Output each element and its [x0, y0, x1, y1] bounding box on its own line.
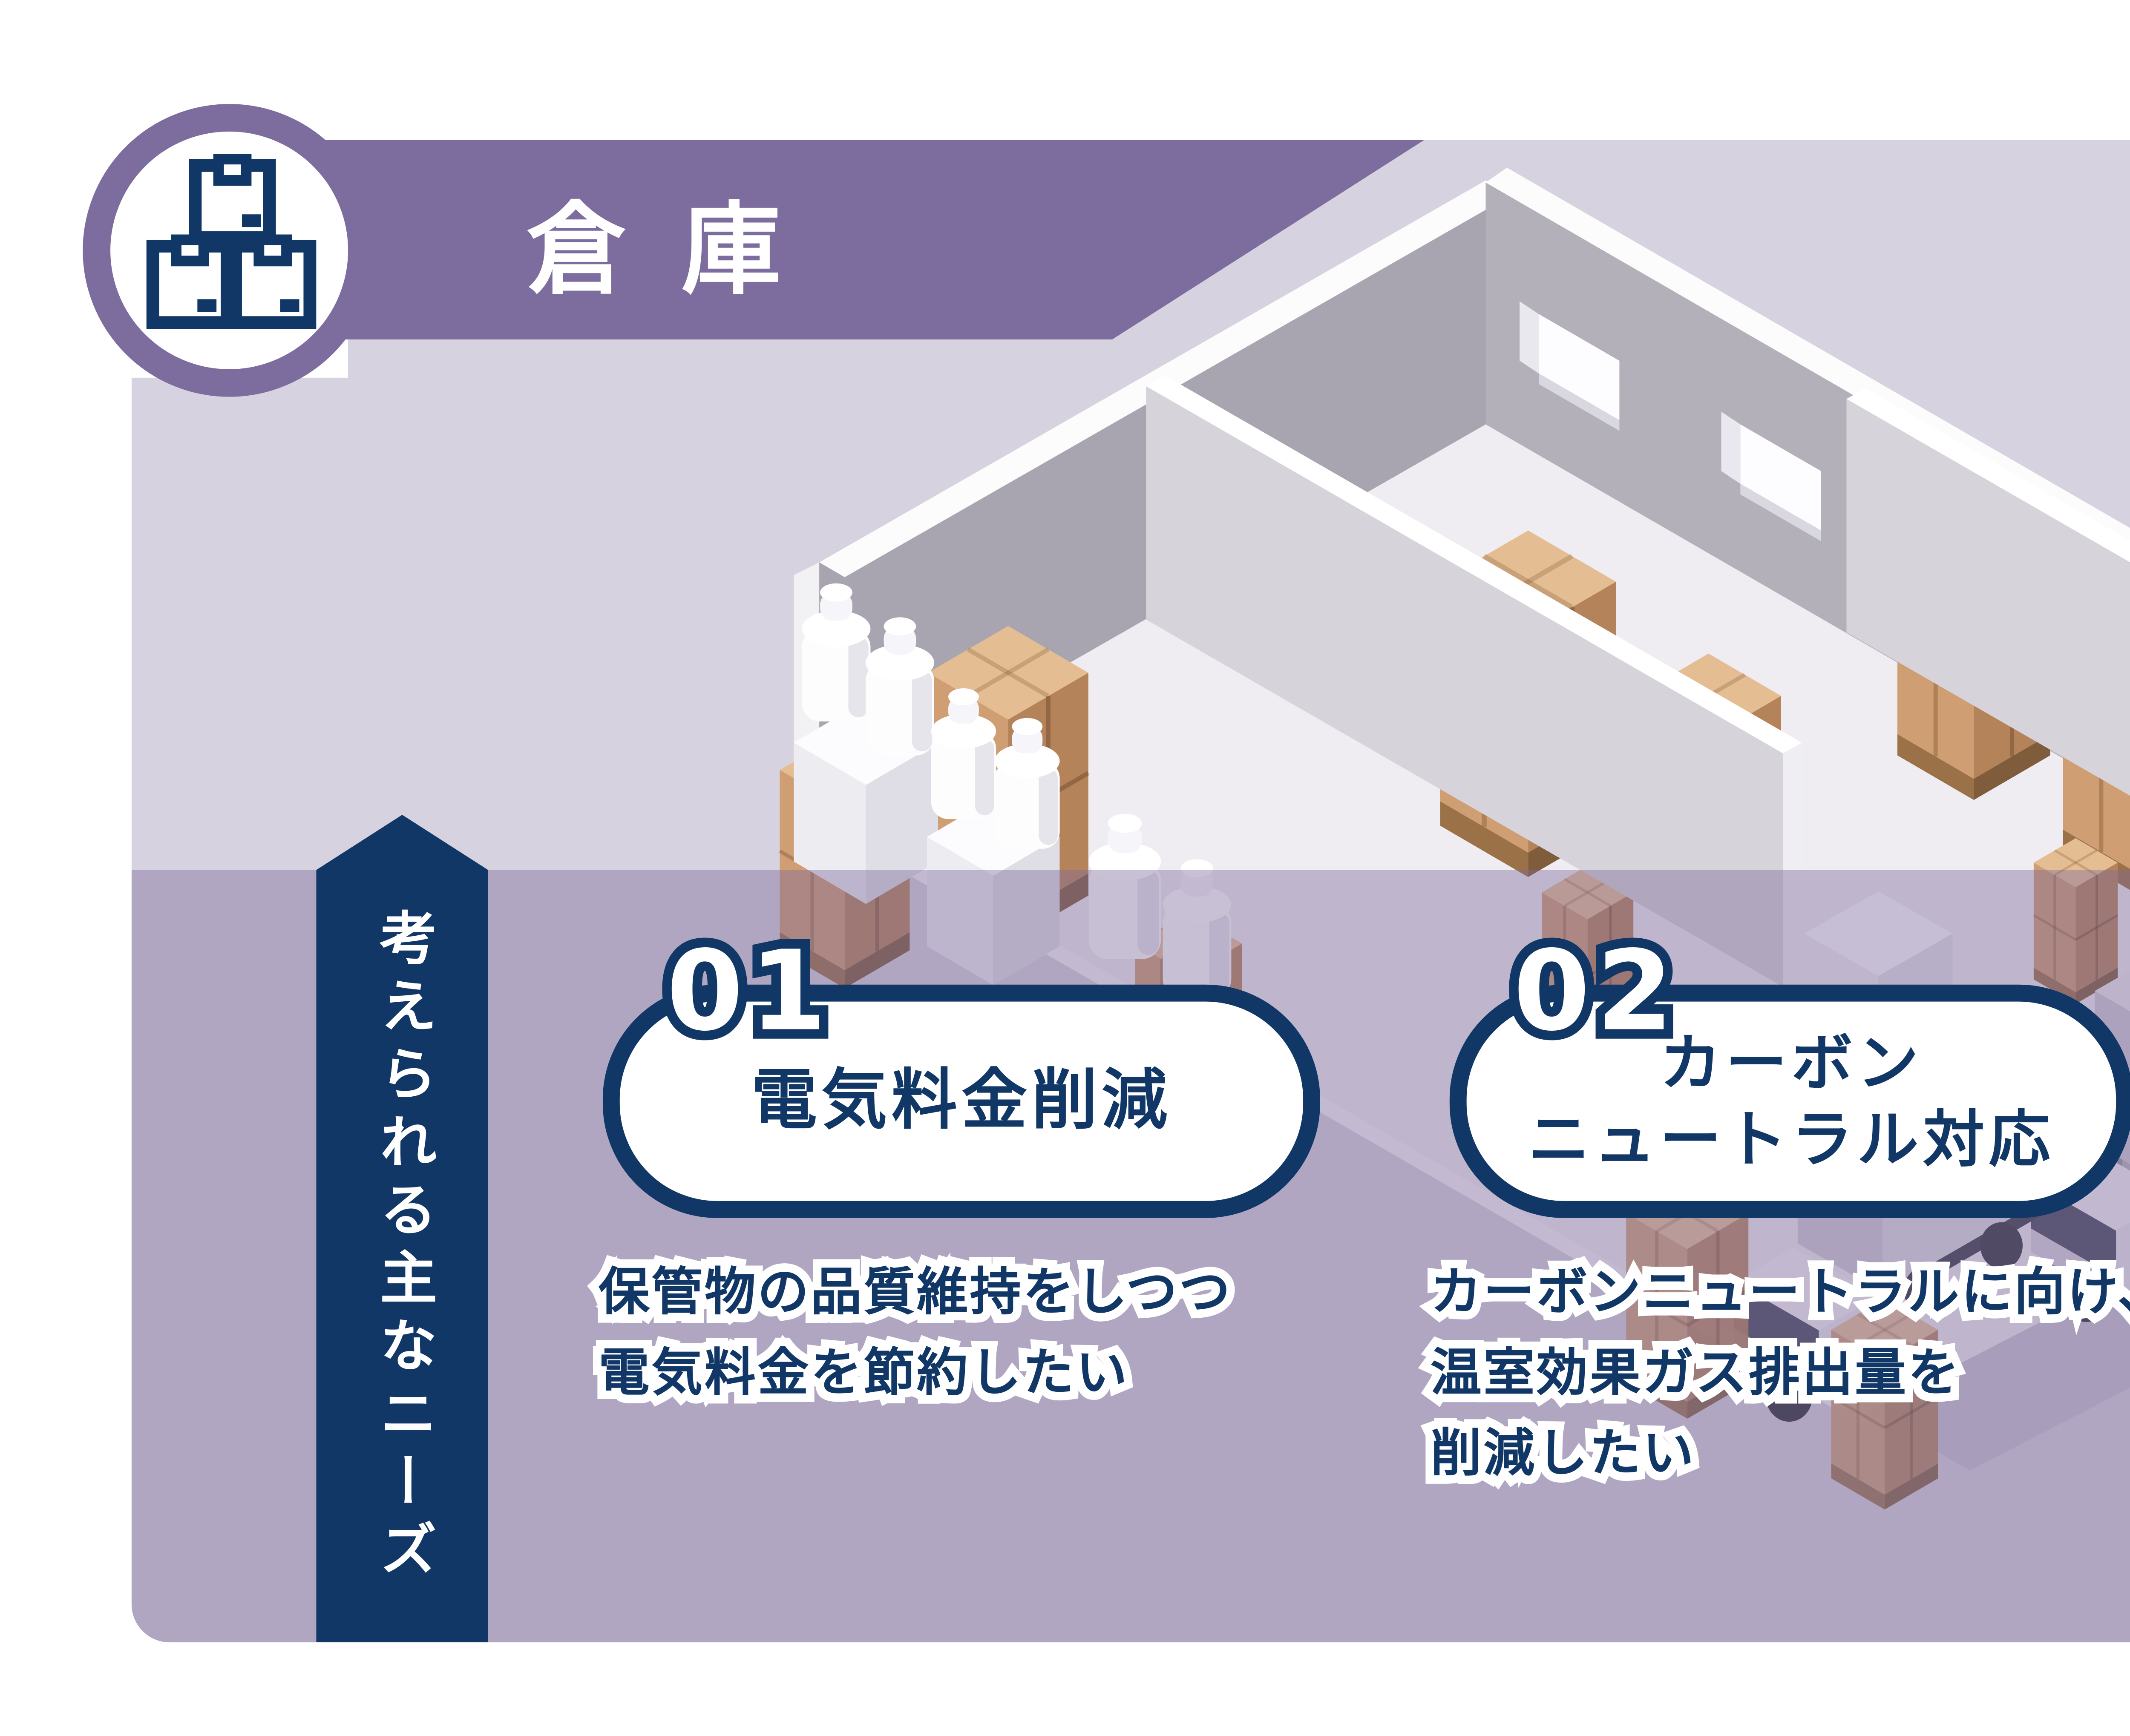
need-title: カーボン [1659, 1026, 1923, 1099]
need-pill: 02 カーボン ニュートラル対応 [1449, 928, 2130, 1218]
need-description: カーボンニュートラルに向け、 温室効果ガス排出量を 削減したい [1422, 1254, 2130, 1492]
warehouse-icon-badge [83, 104, 376, 397]
need-title: ニュートラル対応 [1528, 1103, 2055, 1176]
divider-wall [1846, 388, 2130, 796]
need-pill: 01 電気料金削減 [602, 928, 1320, 1218]
need-number: 02 [1504, 928, 1683, 1058]
title-banner: 倉庫 [233, 140, 1424, 339]
need-card-01: 01 電気料金削減 保管物の品質維持をしつつ 電気料金を節約したい [590, 928, 1320, 1413]
need-number: 01 [657, 928, 836, 1058]
side-banner: 考えられる主なニーズ [316, 815, 488, 1643]
need-title: 電気料金削減 [751, 1062, 1172, 1139]
divider-wall [1146, 375, 1802, 987]
boxes-icon [146, 154, 317, 329]
side-banner-label: 考えられる主なニーズ [369, 908, 435, 1587]
page-title: 倉庫 [526, 192, 836, 309]
need-card-02: 02 カーボン ニュートラル対応 カーボンニュートラルに向け、 温室効果ガス排出… [1422, 928, 2130, 1494]
need-description: 保管物の品質維持をしつつ 電気料金を節約したい [590, 1254, 1238, 1411]
